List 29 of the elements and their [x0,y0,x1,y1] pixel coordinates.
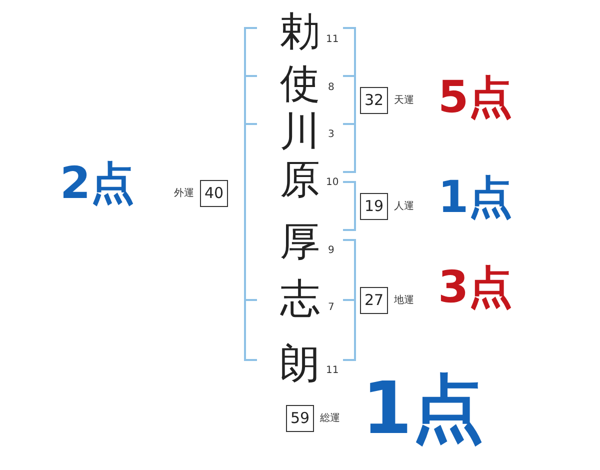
number-box: 32 [360,87,388,114]
fortune-label: 人運 [394,200,414,214]
fortune-label: 総運 [320,412,340,426]
fortune-label: 外運 [174,187,194,201]
name-character: 勅 [280,8,320,56]
number-box: 40 [200,180,228,207]
score-text: 1点 [362,372,484,444]
stroke-count: 11 [326,365,339,377]
stroke-count: 9 [328,245,334,257]
score-text: 5点 [438,76,513,120]
score-text: 2点 [60,162,135,206]
name-character: 川 [280,108,320,156]
number-box: 27 [360,287,388,314]
fortune-label: 天運 [394,94,414,108]
name-character: 原 [280,156,320,204]
stroke-count: 3 [328,129,334,141]
number-box: 59 [286,405,314,432]
fortune-label: 地運 [394,294,414,308]
score-text: 1点 [438,176,513,220]
stroke-count: 10 [326,177,339,189]
stroke-count: 7 [328,302,334,314]
name-character: 志 [280,275,320,323]
score-text: 3点 [438,266,513,310]
number-box: 19 [360,193,388,220]
stroke-count: 11 [326,34,339,46]
name-character: 厚 [280,218,320,266]
stroke-count: 8 [328,82,334,94]
name-character: 使 [280,60,320,108]
name-character: 朗 [280,340,320,388]
